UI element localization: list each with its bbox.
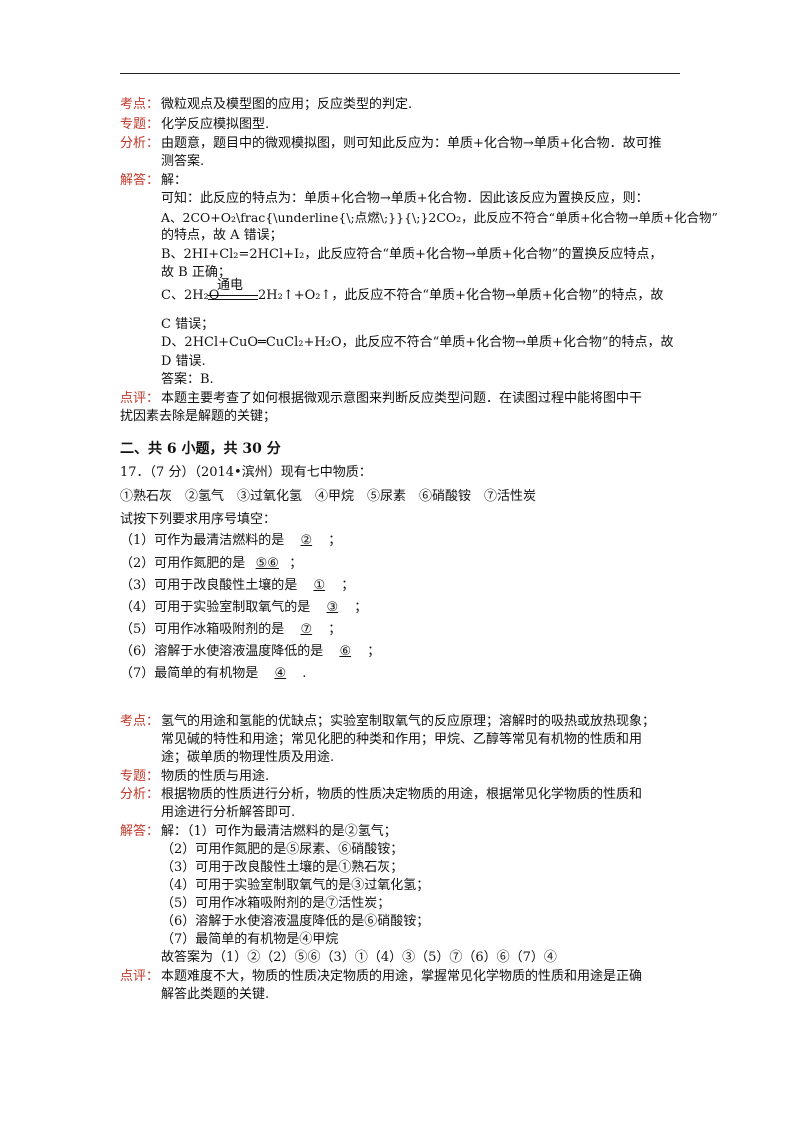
dianping-label: 点评： — [120, 969, 160, 984]
q17-item-answer: ① — [313, 578, 326, 593]
q16-jieda-0: 解： — [161, 173, 188, 188]
q17-item: （1）可作为最清洁燃料的是 ② ； — [120, 532, 341, 550]
q17-jieda-line: （7）最简单的有机物是④甲烷 — [161, 932, 339, 947]
q16-zhuanti: 化学反应模拟图型. — [161, 117, 270, 132]
q17-jieda-line: 解：（1）可作为最清洁燃料的是②氢气； — [161, 824, 397, 839]
q17-jieda-line: （3）可用于改良酸性土壤的是①熟石灰； — [161, 860, 404, 875]
q17-item-answer: ④ — [274, 666, 287, 681]
option-c-line-2: C 错误； — [161, 317, 215, 332]
q17-fenxi-2: 用途进行分析解答即可. — [161, 805, 296, 820]
top-rule — [120, 73, 680, 74]
q17-item-answer: ⑤⑥ — [255, 556, 279, 571]
condition-tongdian: 通电 — [217, 278, 244, 293]
q17-dianping-1: 本题难度不大，物质的性质决定物质的用途，掌握常见化学物质的性质和用途是正确 — [161, 969, 643, 984]
option-a-line-2: 的特点，故 A 错误； — [161, 228, 283, 243]
q17-jieda-line: （5）可用作冰箱吸附剂的是⑦活性炭； — [161, 896, 391, 911]
q17-item-question: （2）可用作氮肥的是 — [120, 556, 246, 571]
q17-item-end: ； — [367, 644, 381, 659]
q17-item-question: （4）可用于实验室制取氧气的是 — [120, 600, 311, 615]
q17-jieda-line: （2）可用作氮肥的是⑤尿素、⑥硝酸铵； — [161, 842, 404, 857]
q16-dianping-1: 本题主要考查了如何根据微观示意图来判断反应类型问题．在读图过程中能将图中干 — [161, 391, 643, 406]
q17-item: （7）最简单的有机物是 ④. — [120, 665, 306, 683]
q17-kaodian-1: 氢气的用途和氢能的优缺点；实验室制取氧气的反应原理；溶解时的吸热或放热现象； — [161, 714, 656, 729]
q17-item: （5）可用作冰箱吸附剂的是 ⑦ ； — [120, 621, 341, 639]
option-d-line-1: D、2HCl+CuO═CuCl₂+H₂O，此反应不符合“单质+化合物→单质+化合… — [161, 335, 674, 350]
q16-fenxi-2: 测答案. — [161, 154, 205, 169]
q17-jieda-line: （4）可用于实验室制取氧气的是③过氧化氢； — [161, 878, 430, 893]
q17-item-answer: ⑥ — [339, 644, 352, 659]
fenxi-label: 分析： — [120, 136, 160, 151]
zhuanti-label: 专题： — [120, 117, 160, 132]
dianping-label: 点评： — [120, 391, 160, 406]
q17-item: （4）可用于实验室制取氧气的是 ③ ； — [120, 599, 367, 617]
option-b-line-1: B、2HI+Cl₂=2HCl+I₂，此反应符合“单质+化合物→单质+化合物”的置… — [161, 247, 663, 262]
q17-options: ①熟石灰 ②氢气 ③过氧化氢 ④甲烷 ⑤尿素 ⑥硝酸铵 ⑦活性炭 — [120, 489, 537, 504]
q17-instruction: 试按下列要求用序号填空： — [120, 512, 277, 527]
q17-item-end: . — [302, 666, 307, 681]
q17-item-answer: ② — [300, 533, 313, 548]
q17-item-answer: ⑦ — [300, 622, 313, 637]
q16-fenxi-1: 由题意，题目中的微观模拟图，则可知此反应为：单质+化合物→单质+化合物．故可推 — [161, 136, 662, 151]
q17-item-question: （5）可用作冰箱吸附剂的是 — [120, 622, 285, 637]
q17-item: （3）可用于改良酸性土壤的是 ① ； — [120, 577, 354, 595]
kaodian-label: 考点： — [120, 714, 160, 729]
q16-dianping-2: 扰因素去除是解题的关键； — [120, 409, 277, 424]
q17-item-question: （6）溶解于水使溶液温度降低的是 — [120, 644, 324, 659]
q16-kaodian: 微粒观点及模型图的应用；反应类型的判定. — [161, 97, 413, 112]
zhuanti-label: 专题： — [120, 769, 160, 784]
kaodian-label: 考点： — [120, 97, 160, 112]
q17-item-question: （1）可作为最清洁燃料的是 — [120, 533, 285, 548]
q17-item-end: ； — [328, 533, 342, 548]
q17-kaodian-2: 常见碱的特性和用途；常见化肥的种类和作用；甲烷、乙醇等常见有机物的性质和用 — [161, 732, 643, 747]
jieda-label: 解答： — [120, 824, 160, 839]
section-heading: 二、共 6 小题，共 30 分 — [120, 441, 281, 457]
q17-item-end: ； — [328, 622, 342, 637]
reaction-equals-sign — [208, 295, 258, 300]
option-c-left: C、2H₂O — [161, 288, 220, 303]
q17-dianping-2: 解答此类题的关键. — [161, 987, 270, 1002]
q17-item-answer: ③ — [326, 600, 339, 615]
option-d-line-2: D 错误. — [161, 354, 206, 369]
jieda-label: 解答： — [120, 173, 160, 188]
fenxi-label: 分析： — [120, 787, 160, 802]
q17-item-question: （7）最简单的有机物是 — [120, 666, 259, 681]
q16-jieda-1: 可知：此反应的特点为：单质+化合物→单质+化合物．因此该反应为置换反应，则： — [161, 191, 649, 206]
q17-item: （6）溶解于水使溶液温度降低的是 ⑥ ； — [120, 643, 380, 661]
q17-fenxi-1: 根据物质的性质进行分析，物质的性质决定物质的用途，根据常见化学物质的性质和 — [161, 787, 643, 802]
option-a-line-1: A、2CO+O₂\frac{\underline{\;点燃\;}}{\;}2CO… — [161, 210, 718, 225]
q17-item-end: ； — [289, 556, 303, 571]
q17-jieda-summary: 故答案为（1）②（2）⑤⑥（3）①（4）③（5）⑦（6）⑥（7）④ — [161, 950, 557, 965]
q17-item: （2）可用作氮肥的是 ⑤⑥ ； — [120, 555, 302, 573]
q16-answer: 答案：B. — [161, 372, 214, 387]
q17-header: 17．（7 分）（2014•滨州）现有七中物质： — [120, 465, 372, 480]
q17-item-end: ； — [341, 578, 355, 593]
q17-zhuanti: 物质的性质与用途. — [161, 769, 270, 784]
q17-kaodian-3: 途；碳单质的物理性质及用途. — [161, 750, 335, 765]
q17-item-question: （3）可用于改良酸性土壤的是 — [120, 578, 298, 593]
option-c-right: 2H₂↑+O₂↑，此反应不符合“单质+化合物→单质+化合物”的特点，故 — [258, 288, 664, 303]
q17-jieda-line: （6）溶解于水使溶液温度降低的是⑥硝酸铵； — [161, 914, 430, 929]
option-b-line-2: 故 B 正确； — [161, 265, 231, 280]
q17-item-end: ； — [354, 600, 368, 615]
